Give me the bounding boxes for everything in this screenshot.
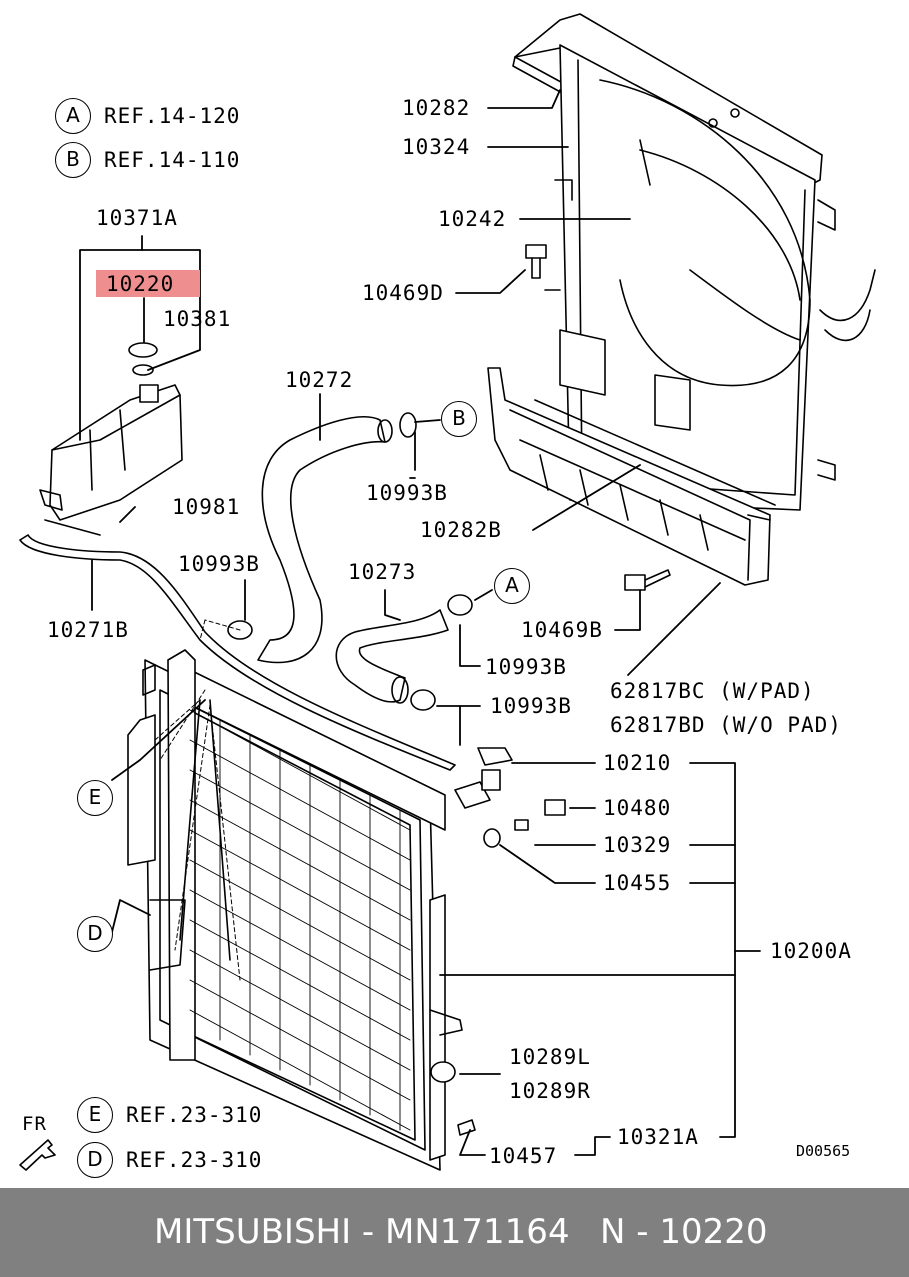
- footer-brand-part: MITSUBISHI - MN171164: [154, 1212, 570, 1252]
- label-10321a: 10321A: [617, 1125, 699, 1149]
- label-10271b: 10271B: [47, 618, 129, 642]
- label-10200a: 10200A: [770, 939, 852, 963]
- label-10993b-upper: 10993B: [366, 481, 448, 505]
- label-10480: 10480: [603, 796, 672, 820]
- label-10981: 10981: [172, 495, 241, 519]
- label-10469d: 10469D: [362, 281, 444, 305]
- label-10371a: 10371A: [96, 206, 178, 230]
- label-10289r: 10289R: [509, 1079, 591, 1103]
- ref-circle-d: D: [77, 1142, 113, 1178]
- ref-circle-e: E: [77, 1097, 113, 1133]
- upper-hose: [257, 416, 393, 664]
- label-10324: 10324: [402, 135, 471, 159]
- label-10282: 10282: [402, 96, 471, 120]
- ref-text-e: REF.23-310: [126, 1103, 263, 1127]
- highlighted-part-box: [96, 270, 200, 297]
- ref-text-d: REF.23-310: [126, 1148, 263, 1172]
- label-10455: 10455: [603, 871, 672, 895]
- label-10282b: 10282B: [420, 518, 502, 542]
- label-10469b: 10469B: [521, 618, 603, 642]
- bolt-10469D: [525, 244, 547, 279]
- radiator-fins: [189, 709, 411, 1131]
- overflow-hose: [19, 534, 456, 771]
- parts-diagram: A REF.14-120 B REF.14-110 E REF.23-310 D…: [19, 13, 876, 1178]
- radiator-assembly-drawing: [19, 13, 876, 1171]
- bolt-10469B: [624, 569, 671, 591]
- lower-hose: [335, 609, 449, 704]
- radiator-fittings: [430, 747, 566, 1136]
- fan-shroud: [512, 13, 876, 511]
- front-arrow-icon: [19, 1139, 56, 1171]
- dashed-guides: [154, 619, 241, 981]
- front-direction-label: FR: [22, 1113, 47, 1135]
- label-10272: 10272: [285, 368, 354, 392]
- diagram-code: D00565: [796, 1142, 851, 1160]
- label-10993b-left: 10993B: [178, 552, 260, 576]
- footer-bar: MITSUBISHI - MN171164 N - 10220: [0, 1188, 909, 1277]
- lower-shroud: [487, 367, 776, 586]
- callout-b: B: [441, 401, 477, 437]
- label-10220: 10220: [106, 272, 175, 296]
- ref-text-a: REF.14-120: [104, 104, 241, 128]
- callout-e: E: [77, 780, 113, 816]
- label-10993b-lower: 10993B: [490, 694, 572, 718]
- ref-circle-b: B: [55, 142, 91, 178]
- callout-a: A: [494, 568, 530, 604]
- label-62817bd: 62817BD (W/O PAD): [610, 713, 842, 737]
- label-10329: 10329: [603, 833, 672, 857]
- callout-d: D: [77, 916, 113, 952]
- radiator: [127, 649, 463, 1171]
- label-10210: 10210: [603, 751, 672, 775]
- label-10273: 10273: [348, 560, 417, 584]
- reservoir-tank: [39, 342, 183, 536]
- label-10457: 10457: [489, 1144, 558, 1168]
- ref-text-b: REF.14-110: [104, 148, 241, 172]
- footer-ref: N - 10220: [600, 1212, 768, 1252]
- label-10242: 10242: [438, 207, 507, 231]
- label-62817bc: 62817BC (W/PAD): [610, 679, 815, 703]
- ref-circle-a: A: [55, 98, 91, 134]
- label-10289l: 10289L: [509, 1045, 591, 1069]
- label-10993b-mid: 10993B: [485, 655, 567, 679]
- leader-lines: [79, 89, 761, 1156]
- label-10381: 10381: [163, 307, 232, 331]
